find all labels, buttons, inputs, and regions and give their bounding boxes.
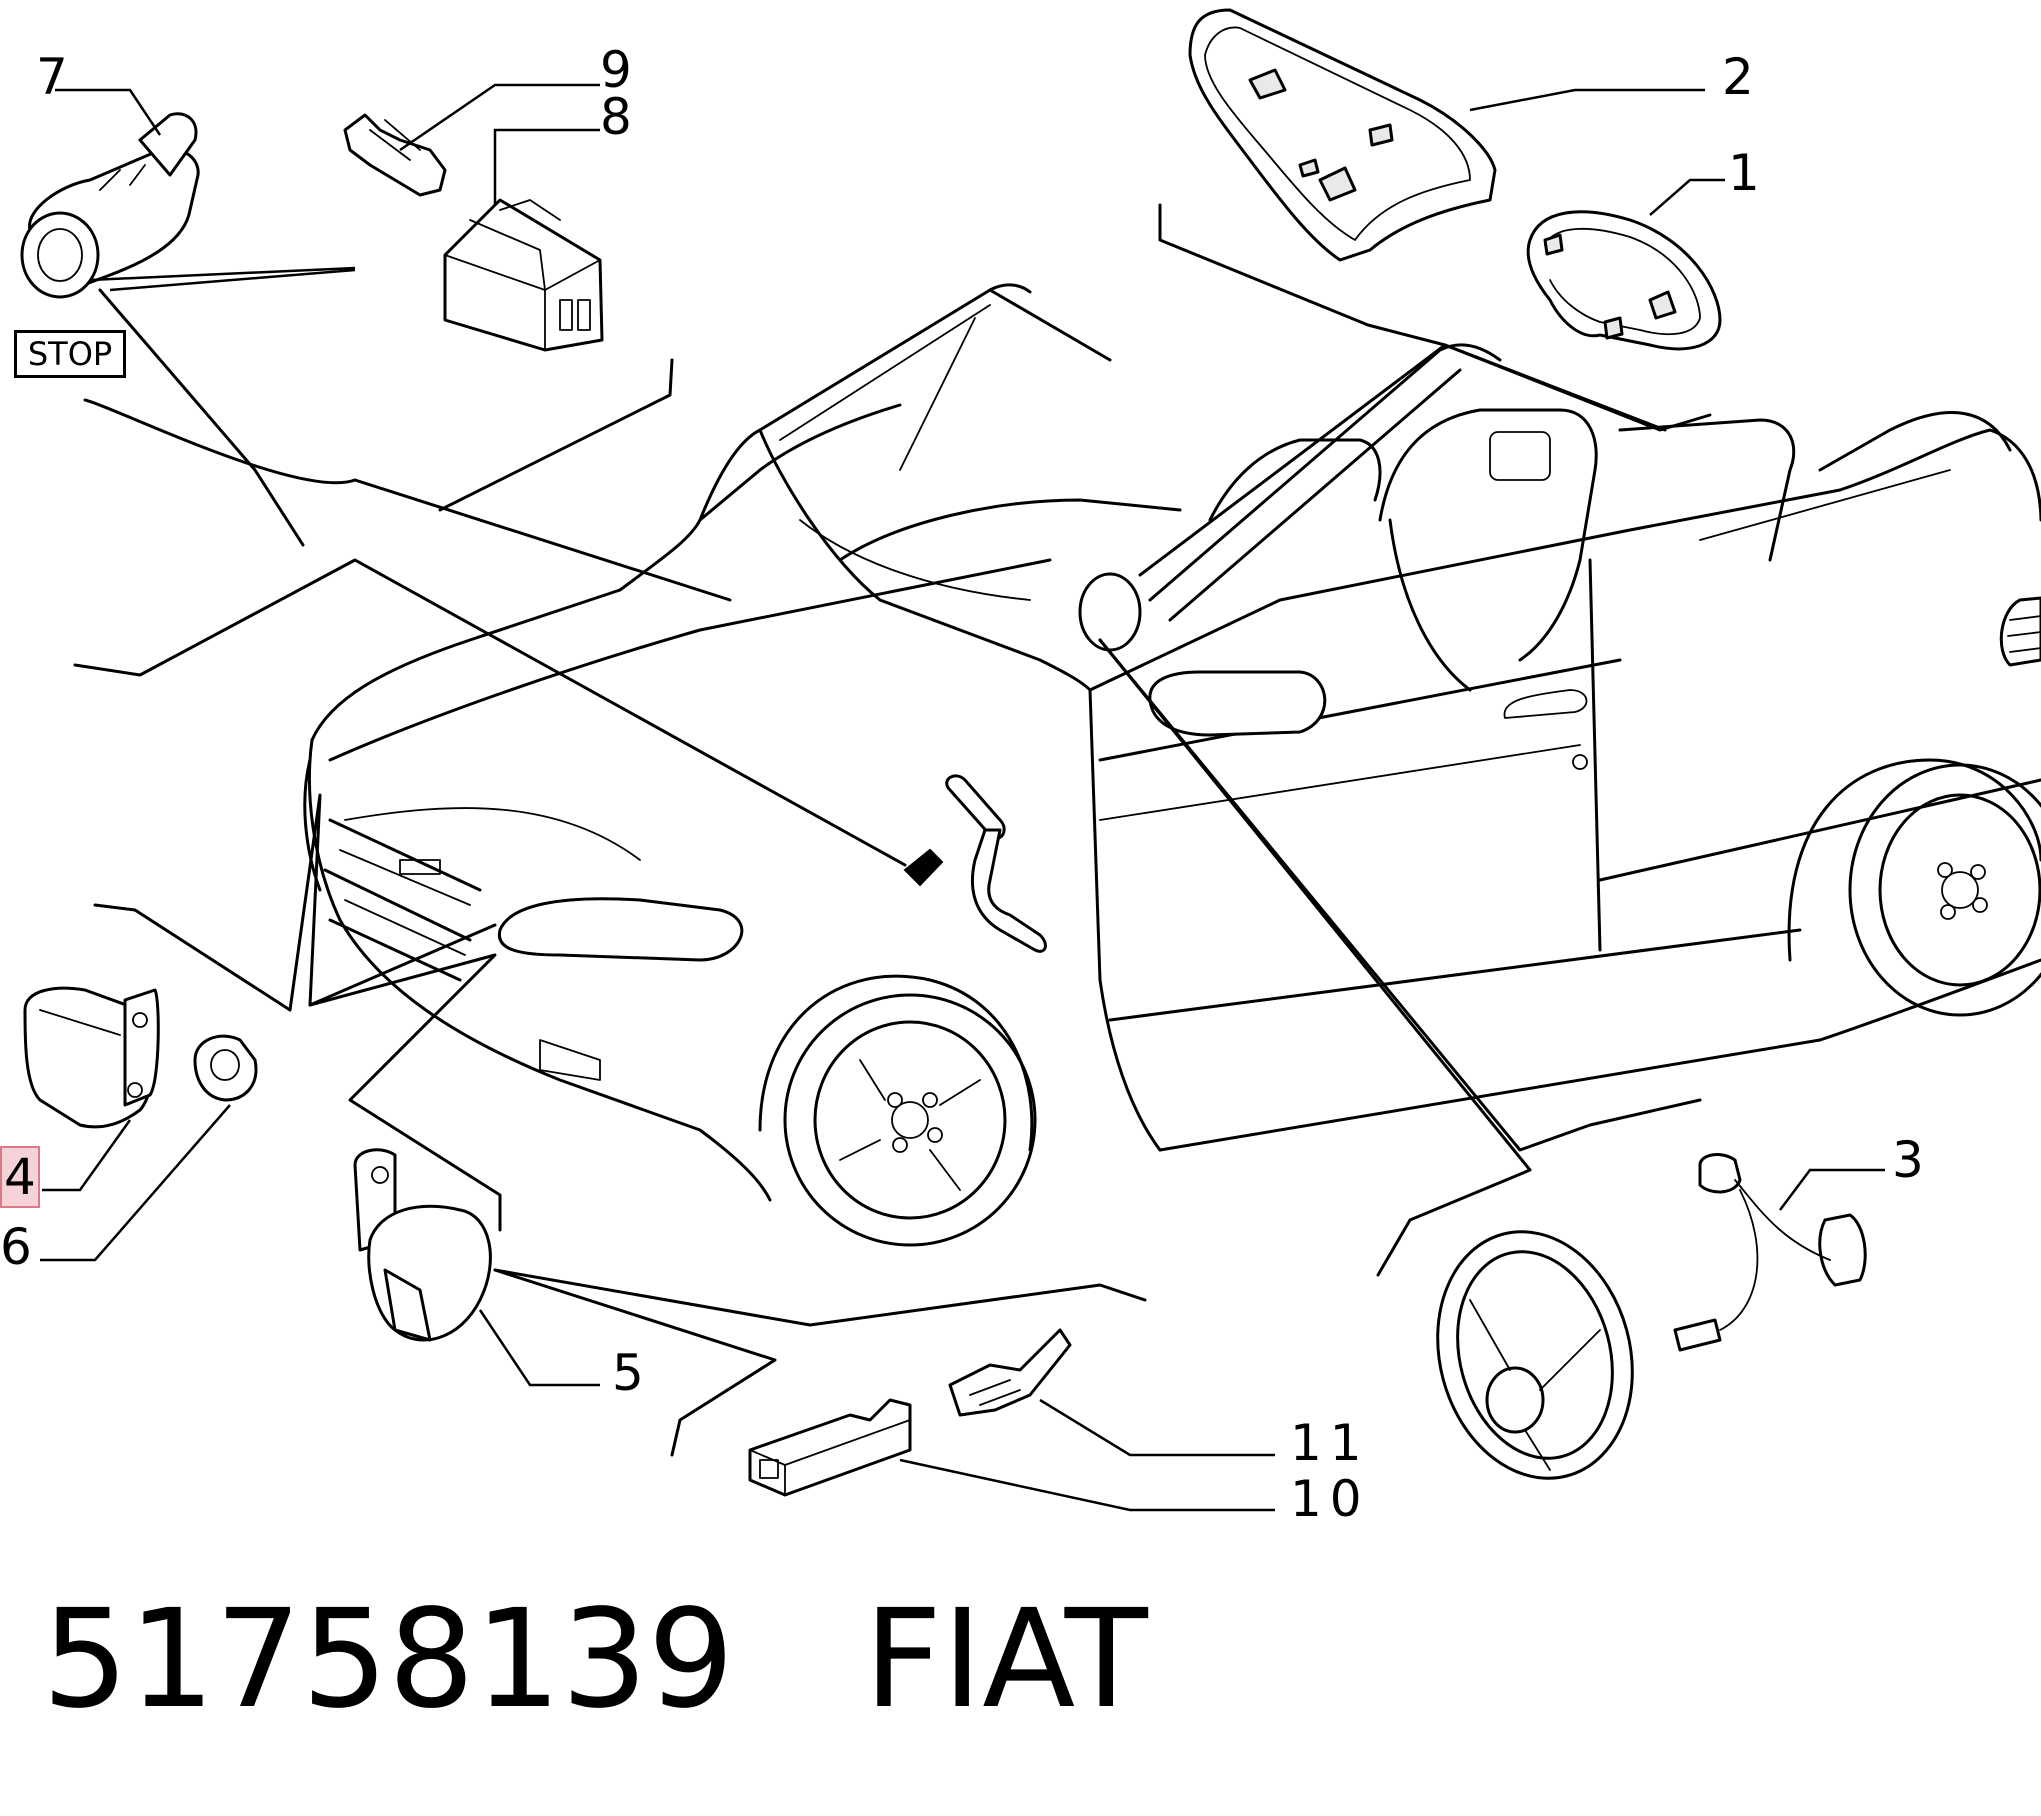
part-5-horn [353, 1148, 600, 1387]
part-7-stop-switch [20, 112, 356, 299]
part-11-terminal [948, 1328, 1275, 1457]
part-6-nut [193, 1034, 258, 1102]
callout-4: 4 [0, 1146, 40, 1208]
part-number: 51758139 [42, 1581, 735, 1739]
part-2-trim-cover [1188, 8, 1497, 262]
callout-7: 7 [36, 48, 68, 106]
footer-caption: 51758139 FIAT [42, 1592, 1148, 1728]
leader-lines [73, 203, 1712, 1457]
car-illustration [303, 283, 2041, 1247]
callout-1: 1 [1728, 144, 1760, 202]
callout-8: 8 [600, 88, 632, 146]
part-10-connector [748, 1398, 1275, 1512]
part-8-connector [443, 198, 604, 352]
callout-9: 9 [600, 41, 632, 99]
callout-11: 11 [1290, 1414, 1370, 1472]
callout-3: 3 [1892, 1131, 1924, 1189]
callout-leaders [40, 83, 1725, 1262]
callout-2: 2 [1722, 48, 1754, 106]
callout-5: 5 [612, 1344, 644, 1402]
callout-4-highlight: 4 [0, 1146, 40, 1208]
brand-name: FIAT [863, 1581, 1148, 1739]
stop-label: STOP [14, 330, 126, 378]
part-1-oval-cover [1526, 210, 1722, 351]
steering-wheel [1436, 1230, 1634, 1480]
callout-10: 10 [1290, 1470, 1370, 1528]
part-9-terminal [343, 113, 447, 197]
part-4-component [23, 986, 160, 1129]
part-3-cable [1673, 1153, 1885, 1352]
callout-6: 6 [0, 1218, 32, 1276]
